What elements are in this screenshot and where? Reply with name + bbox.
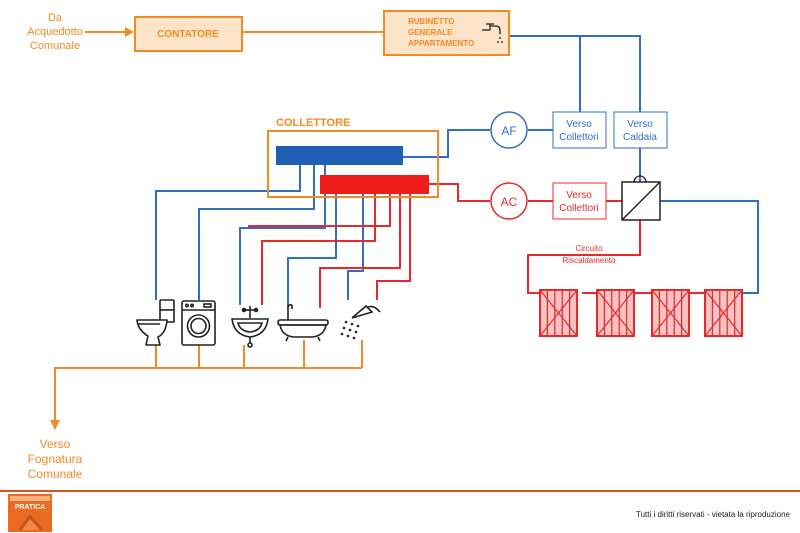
hot-water-pipes: [248, 183, 705, 308]
hot-to-shower: [376, 194, 411, 300]
source-label-line-2: Acquedotto: [27, 26, 83, 38]
hot-to-sink: [248, 194, 391, 227]
af-to-collector-pipe: [403, 129, 490, 158]
collettore-title: COLLETTORE: [276, 117, 350, 129]
cold-to-sink: [239, 165, 326, 305]
verso-collettori-hot-line-1: Verso: [566, 190, 592, 201]
hot-manifold-bar: [320, 175, 429, 194]
supply-and-drain-lines: [54, 31, 384, 420]
fognatura-line-1: Verso: [40, 437, 71, 451]
radiator-icon: [704, 289, 743, 337]
fognatura-line-2: Fognatura: [28, 452, 83, 466]
verso-collettori-cold-line-1: Verso: [566, 119, 592, 130]
source-label-line-1: Da: [48, 12, 63, 24]
contatore-box: [134, 16, 243, 52]
rubinetto-line-1: RUBINETTO: [408, 17, 455, 26]
verso-caldaia-box: [613, 111, 668, 149]
circuito-line-2: Riscaldamento: [563, 256, 616, 265]
radiator-icon: [651, 289, 690, 337]
hot-to-sink-b: [261, 194, 376, 305]
verso-caldaia-line-2: Caldaia: [623, 132, 657, 143]
radiators: [539, 289, 743, 337]
washing-machine-icon: [181, 300, 216, 346]
drain-arrow-head: [50, 420, 60, 430]
source-label-line-3: Comunale: [30, 40, 80, 52]
verso-collettori-cold-line-2: Collettori: [559, 132, 598, 143]
shower-icon: [340, 304, 381, 340]
ac-circle: [490, 182, 528, 220]
collettore-frame: [267, 130, 439, 198]
logo-text: PRATICA: [15, 504, 46, 511]
verso-collettori-hot-box: [552, 182, 607, 220]
supply-arrow-head: [125, 27, 134, 37]
bathtub-icon: [277, 304, 329, 342]
fognatura-line-3: Comunale: [28, 467, 83, 481]
hot-to-bathtub-b: [319, 194, 401, 308]
ac-label: AC: [501, 195, 518, 209]
verso-caldaia-line-1: Verso: [627, 119, 653, 130]
heating-return-pipe: [660, 200, 759, 294]
boiler-to-heating-pipe: [527, 220, 641, 294]
sink-icon: [231, 306, 269, 348]
verso-collettori-hot-line-2: Collettori: [559, 203, 598, 214]
cold-water-pipes: [155, 35, 759, 308]
drain-main-line: [54, 367, 362, 420]
toilet-icon: [136, 299, 175, 346]
cold-to-bathtub: [287, 194, 337, 308]
contatore-label: CONTATORE: [157, 29, 219, 40]
cold-to-shower: [347, 194, 364, 300]
faucet-icon: [482, 23, 503, 43]
rubinetto-line-2: GENERALE: [408, 28, 453, 37]
cold-main-pipe: [510, 35, 641, 112]
rubinetto-box: [383, 10, 510, 56]
boiler-icon: [621, 175, 661, 221]
circuito-line-1: Circuito: [575, 244, 603, 253]
footer-copyright: Tutti i diritti riservati - vietata la r…: [636, 510, 791, 519]
radiator-icon: [539, 289, 578, 337]
cold-manifold-bar: [276, 146, 403, 165]
verso-collettori-cold-box: [552, 111, 607, 149]
cold-to-toilet: [155, 165, 301, 300]
af-label: AF: [501, 124, 516, 138]
af-circle: [490, 111, 528, 149]
cold-to-washer: [198, 165, 315, 300]
hot-from-collector-pipe: [429, 183, 490, 202]
rubinetto-line-3: APPARTAMENTO: [408, 39, 474, 48]
radiator-icon: [596, 289, 635, 337]
brand-logo: PRATICA: [8, 494, 52, 532]
